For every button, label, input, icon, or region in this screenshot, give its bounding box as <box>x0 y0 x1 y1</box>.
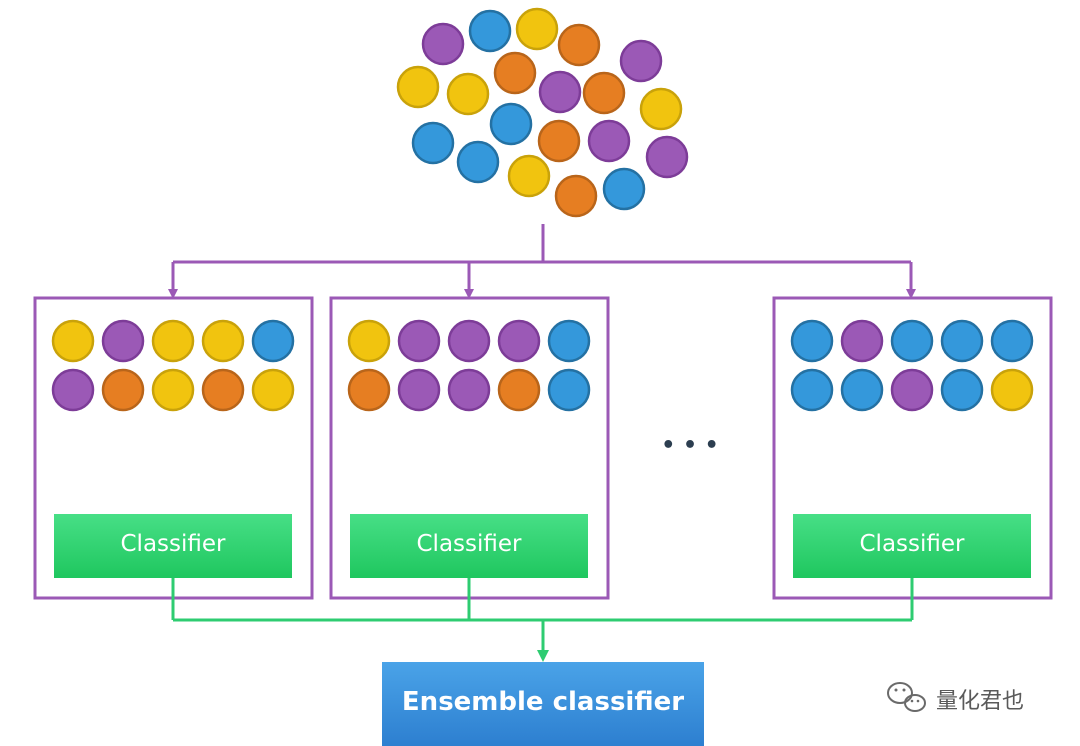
dataset-dot <box>538 70 582 114</box>
dataset-dot <box>645 135 689 179</box>
dataset-dot <box>537 119 581 163</box>
sample-dots <box>51 319 295 412</box>
dataset-dot <box>507 154 551 198</box>
dataset-dot <box>489 102 533 146</box>
sample-dot <box>547 368 591 412</box>
sample-dot <box>990 319 1034 363</box>
dataset-dot <box>456 140 500 184</box>
sample-dot <box>497 319 541 363</box>
sample-box-2: Classifier <box>329 296 610 600</box>
sample-dot <box>790 319 834 363</box>
classifier-label: Classifier <box>860 531 966 557</box>
sample-dot <box>940 368 984 412</box>
sample-box-3: Classifier <box>772 296 1053 600</box>
sample-dot <box>890 368 934 412</box>
sample-dot <box>547 319 591 363</box>
sample-dot <box>51 319 95 363</box>
sample-dot <box>497 368 541 412</box>
sample-dot <box>347 368 391 412</box>
sample-dot <box>790 368 834 412</box>
sample-dot <box>51 368 95 412</box>
sample-dot <box>151 368 195 412</box>
merge-connectors <box>171 578 914 662</box>
dataset-dot <box>639 87 683 131</box>
classifier-box <box>793 514 1031 578</box>
sample-dot <box>397 319 441 363</box>
dataset-dot <box>493 51 537 95</box>
sample-dot <box>101 368 145 412</box>
split-connectors <box>168 224 916 299</box>
dataset-dot <box>515 7 559 51</box>
sample-dots <box>790 319 1034 412</box>
wechat-icon <box>887 682 926 712</box>
classifier-box <box>54 514 292 578</box>
sample-dot <box>447 368 491 412</box>
sample-dot <box>840 368 884 412</box>
dataset-dot <box>602 167 646 211</box>
dataset-dot <box>587 119 631 163</box>
dataset-dot <box>557 23 601 67</box>
sample-dot <box>397 368 441 412</box>
sample-dot <box>201 319 245 363</box>
ensemble-box <box>382 662 704 746</box>
sample-dot <box>347 319 391 363</box>
sample-dot <box>251 368 295 412</box>
sample-dot <box>101 319 145 363</box>
sample-dot <box>840 319 884 363</box>
sample-dot <box>201 368 245 412</box>
ensemble-label: Ensemble classifier <box>402 687 684 717</box>
sample-dot <box>151 319 195 363</box>
dataset-dot <box>396 65 440 109</box>
ellipsis: • • • <box>661 433 719 458</box>
dataset-dot <box>554 174 598 218</box>
dataset-dot <box>619 39 663 83</box>
sample-dot <box>940 319 984 363</box>
sample-dots <box>347 319 591 412</box>
classifier-box <box>350 514 588 578</box>
dataset-dot <box>411 121 455 165</box>
dataset-dot <box>468 9 512 53</box>
watermark-text: 量化君也 <box>936 689 1024 714</box>
dataset-dot <box>446 72 490 116</box>
sample-box-1: Classifier <box>33 296 314 600</box>
classifier-label: Classifier <box>121 531 227 557</box>
ensemble-classifier: Ensemble classifier <box>382 662 704 746</box>
sample-dot <box>990 368 1034 412</box>
sample-dot <box>251 319 295 363</box>
sample-dot <box>890 319 934 363</box>
dataset-cloud <box>396 7 689 218</box>
watermark: 量化君也 <box>887 682 1024 714</box>
classifier-label: Classifier <box>417 531 523 557</box>
sample-dot <box>447 319 491 363</box>
dataset-dot <box>582 71 626 115</box>
dataset-dot <box>421 22 465 66</box>
